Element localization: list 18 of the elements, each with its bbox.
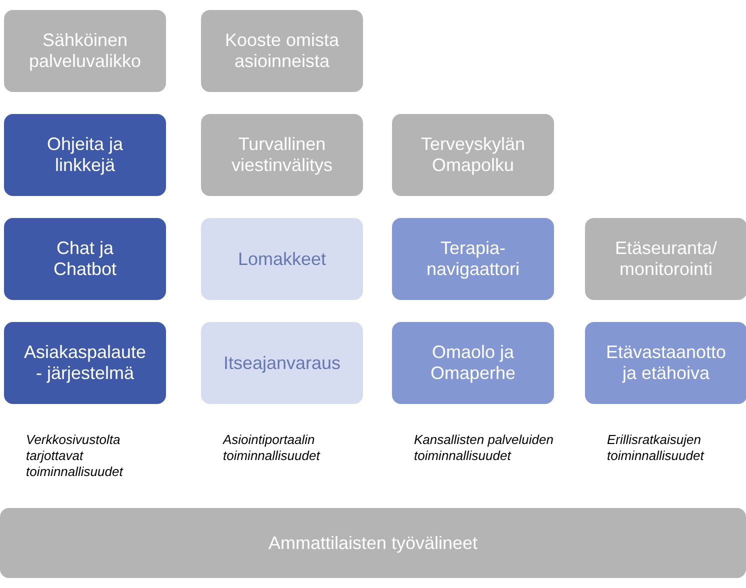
service-box: Terveyskylän Omapolku bbox=[392, 114, 554, 196]
service-box: Chat ja Chatbot bbox=[4, 218, 166, 300]
service-box: Itseajanvaraus bbox=[201, 322, 363, 404]
service-box: Lomakkeet bbox=[201, 218, 363, 300]
column-caption: Asiointiportaalin toiminnallisuudet bbox=[223, 432, 322, 464]
service-box: Ohjeita ja linkkejä bbox=[4, 114, 166, 196]
column-caption: Erillisratkaisujen toiminnallisuudet bbox=[607, 432, 706, 464]
service-box: Sähköinen palveluvalikko bbox=[4, 10, 166, 92]
service-box: Kooste omista asioinneista bbox=[201, 10, 363, 92]
service-box: Etäseuranta/ monitorointi bbox=[585, 218, 746, 300]
service-box: Terapia- navigaattori bbox=[392, 218, 554, 300]
column-caption: Kansallisten palveluiden toiminnallisuudet bbox=[414, 432, 554, 464]
column-caption: Verkkosivustolta tarjottavat toiminnallisuudet bbox=[26, 432, 124, 480]
service-box: Omaolo ja Omaperhe bbox=[392, 322, 554, 404]
service-box: Ammattilaisten työvälineet bbox=[0, 508, 746, 578]
service-box: Etävastaanotto ja etähoiva bbox=[585, 322, 746, 404]
service-box: Turvallinen viestinvälitys bbox=[201, 114, 363, 196]
service-box: Asiakaspalaute - järjestelmä bbox=[4, 322, 166, 404]
